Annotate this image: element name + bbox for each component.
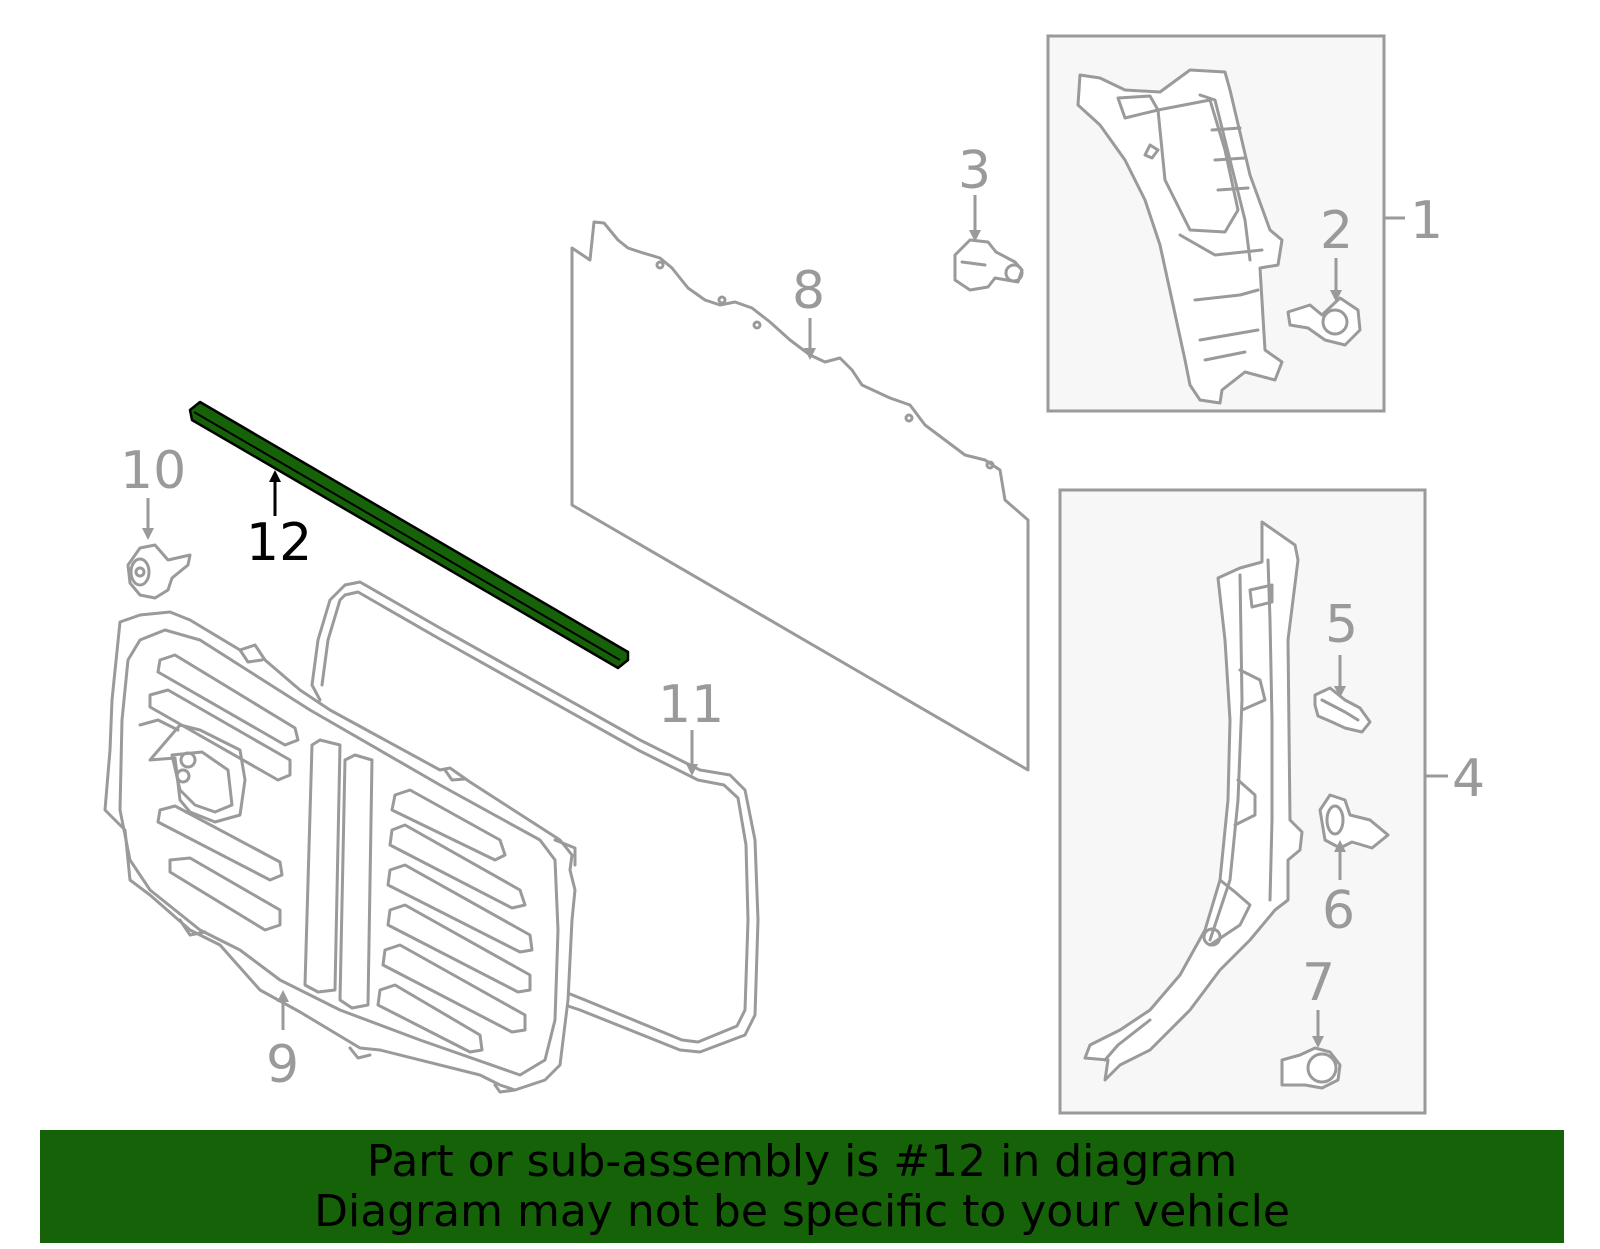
arrow-3 — [969, 195, 981, 242]
info-banner: Part or sub-assembly is #12 in diagram D… — [40, 1130, 1564, 1243]
arrow-7 — [1312, 1010, 1324, 1048]
banner-line-1: Part or sub-assembly is #12 in diagram — [366, 1135, 1238, 1187]
part-11-frame — [310, 580, 760, 1054]
part-10-clip — [126, 543, 192, 600]
callout-7: 7 — [1302, 953, 1335, 1013]
arrow-11 — [686, 730, 698, 776]
part-9-panel — [103, 610, 577, 1094]
callout-1: 1 — [1410, 191, 1443, 251]
part-3-screw — [953, 238, 1024, 292]
callout-4: 4 — [1452, 749, 1485, 809]
callout-10: 10 — [120, 441, 186, 501]
part-12-strip — [188, 400, 630, 670]
arrow-12 — [269, 470, 281, 516]
callout-12: 12 — [246, 513, 312, 573]
callout-2: 2 — [1320, 201, 1353, 261]
part-1-pillar-trim-upper — [1076, 68, 1284, 405]
callout-3: 3 — [958, 141, 991, 201]
arrow-6 — [1334, 840, 1346, 880]
part-2-fastener — [1286, 296, 1362, 347]
callout-6: 6 — [1322, 881, 1355, 941]
part-6-push-clip — [1318, 793, 1390, 850]
arrow-5 — [1334, 655, 1346, 698]
callout-9: 9 — [266, 1035, 299, 1095]
part-4-pillar-trim-lower — [1083, 520, 1304, 1082]
callout-11: 11 — [658, 675, 724, 735]
part-7-nut-clip — [1280, 1046, 1342, 1090]
callout-5: 5 — [1325, 595, 1358, 655]
arrow-10 — [142, 498, 154, 540]
arrow-2 — [1330, 258, 1342, 302]
banner-line-2: Diagram may not be specific to your vehi… — [314, 1185, 1290, 1237]
arrow-9 — [277, 990, 289, 1030]
callout-8: 8 — [792, 261, 825, 321]
arrow-8 — [804, 318, 816, 360]
